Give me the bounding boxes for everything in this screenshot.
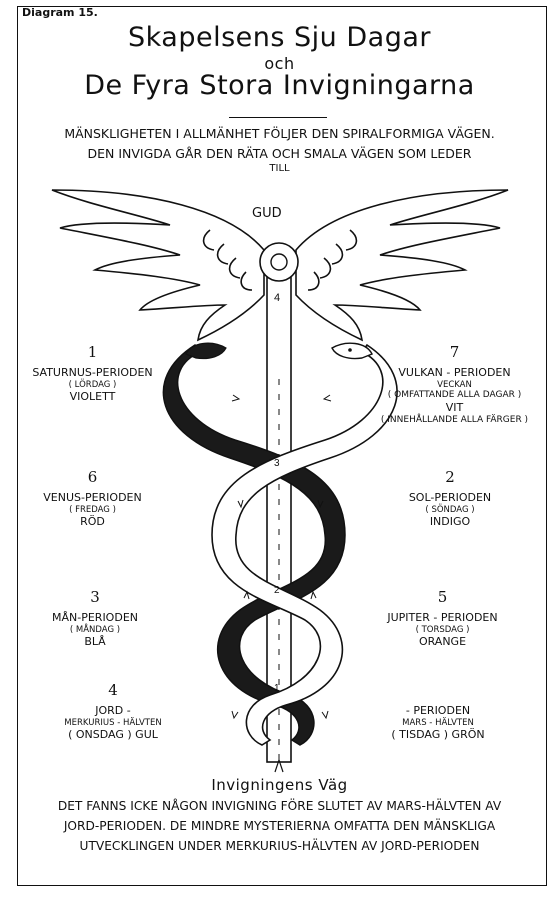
period-name: - PERIODEN — [405, 704, 471, 717]
period-number: 2 — [445, 468, 455, 486]
period-name: SOL-PERIODEN — [408, 490, 492, 504]
period-number: 6 — [87, 468, 98, 486]
staff — [259, 242, 299, 773]
black-serpent — [162, 343, 346, 746]
title-line-1: Skapelsens Sju Dagar — [128, 22, 431, 53]
footer-line-1: DET FANNS ICKE NÅGON INVIGNING FÖRE SLUT… — [57, 799, 502, 813]
period-color: VIOLETT — [69, 390, 116, 404]
title-line-3: De Fyra Stora Invigningarna — [84, 70, 475, 101]
footer-line-3: UTVECKLINGEN UNDER MERKURIUS-HÄLVTEN AV … — [79, 839, 480, 853]
period-name: MÅN-PERIODEN — [52, 610, 138, 624]
gud-label: GUD — [252, 206, 282, 221]
period-color: ORANGE — [418, 635, 467, 649]
period-sol: 2 SOL-PERIODEN ( SÖNDAG ) INDIGO — [385, 468, 515, 529]
period-day: VECKAN — [437, 379, 472, 390]
staff-number-1: 1 — [274, 683, 280, 694]
period-jord: 4 JORD - MERKURIUS - HÄLVTEN ( ONSDAG ) … — [38, 681, 188, 742]
period-day-color: ( TISDAG ) GRÖN — [391, 728, 485, 742]
left-wing-icon — [51, 189, 265, 342]
period-day: ( SÖNDAG ) — [425, 504, 475, 515]
staff-number-3: 3 — [274, 458, 280, 469]
period-man: 3 MÅN-PERIODEN ( MÅNDAG ) BLÅ — [35, 588, 155, 649]
period-day: ( LÖRDAG ) — [68, 379, 117, 390]
intro-line-1: MÄNSKLIGHETEN I ALLMÄNHET FÖLJER DEN SPI… — [64, 126, 495, 141]
diagram-number: Diagram 15. — [22, 6, 98, 19]
diagram-frame — [17, 6, 547, 886]
period-number: 7 — [449, 343, 460, 361]
period-color: RÖD — [80, 515, 105, 529]
title-divider — [229, 117, 327, 118]
black-serpent-head — [185, 342, 227, 360]
period-extra-1: ( OMFATTANDE ALLA DAGAR ) — [387, 390, 522, 401]
period-number: 3 — [90, 588, 100, 606]
period-number: 5 — [437, 588, 448, 606]
white-serpent-head — [331, 342, 373, 360]
period-day: ( MÅNDAG ) — [69, 624, 121, 635]
period-vulkan: 7 VULKAN - PERIODEN VECKAN ( OMFATTANDE … — [362, 343, 547, 426]
bottom-title: Invigningens Väg — [211, 776, 348, 794]
period-half: MARS - HÄLVTEN — [402, 717, 474, 728]
period-number: 1 — [87, 343, 98, 361]
intro-line-3: TILL — [269, 163, 290, 174]
period-color: INDIGO — [429, 515, 471, 529]
period-name: VENUS-PERIODEN — [43, 490, 142, 504]
period-day: ( FREDAG ) — [69, 504, 116, 515]
period-color: VIT — [445, 401, 464, 415]
spiral-arrows — [231, 394, 332, 720]
period-name: VULKAN - PERIODEN — [398, 365, 511, 379]
period-name: JUPITER - PERIODEN — [387, 610, 498, 624]
staff-number-4: 4 — [274, 292, 281, 304]
period-jupiter: 5 JUPITER - PERIODEN ( TORSDAG ) ORANGE — [360, 588, 525, 649]
title-line-2: och — [264, 54, 295, 73]
period-color: BLÅ — [84, 635, 106, 649]
right-wing-icon — [295, 189, 509, 342]
white-serpent — [211, 343, 398, 746]
period-name: SATURNUS-PERIODEN — [32, 365, 153, 379]
period-saturnus: 1 SATURNUS-PERIODEN ( LÖRDAG ) VIOLETT — [25, 343, 160, 404]
period-venus: 6 VENUS-PERIODEN ( FREDAG ) RÖD — [30, 468, 155, 529]
staff-number-2: 2 — [274, 585, 280, 596]
period-name: JORD - — [95, 703, 131, 717]
period-day-color: ( ONSDAG ) GUL — [68, 728, 158, 742]
period-number: 4 — [108, 681, 118, 699]
period-half: MERKURIUS - HÄLVTEN — [64, 717, 162, 728]
period-extra-2: ( INNEHÅLLANDE ALLA FÄRGER ) — [380, 415, 529, 426]
intro-line-2: DEN INVIGDA GÅR DEN RÄTA OCH SMALA VÄGEN… — [87, 146, 472, 161]
period-mars: - PERIODEN MARS - HÄLVTEN ( TISDAG ) GRÖ… — [358, 704, 518, 742]
period-day: ( TORSDAG ) — [415, 624, 470, 635]
footer-line-2: JORD-PERIODEN. DE MINDRE MYSTERIERNA OMF… — [63, 819, 496, 833]
